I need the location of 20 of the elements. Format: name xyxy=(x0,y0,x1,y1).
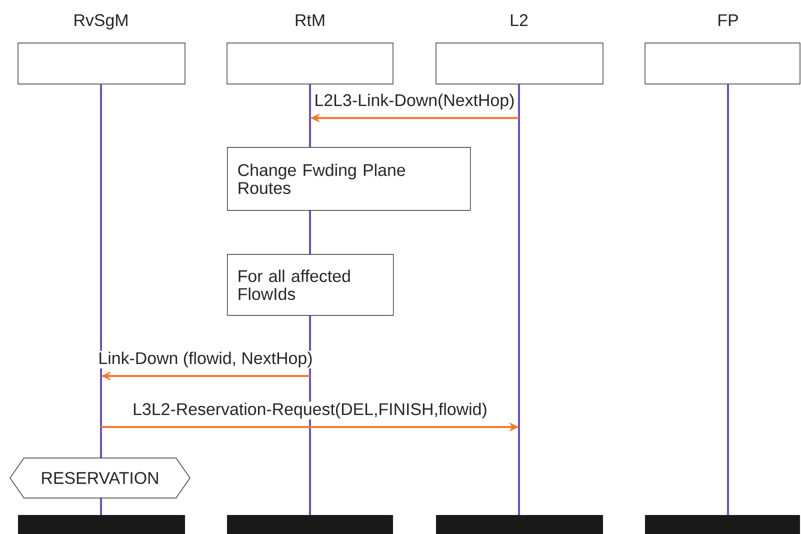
node-label: RtM xyxy=(296,14,324,26)
lifeline xyxy=(518,84,520,515)
node-label: FP xyxy=(718,14,738,26)
lifeline-end-bar xyxy=(18,515,185,534)
node-label: L2 xyxy=(510,14,528,26)
message-label: L2L3-Link-Down(NextHop) xyxy=(313,92,516,110)
message-label: Link-Down (flowid, NextHop) xyxy=(97,350,314,368)
lifeline-end-bar xyxy=(436,515,603,534)
lifeline-header: L2 xyxy=(436,14,604,84)
lifeline xyxy=(727,84,729,515)
lifeline-header: FP xyxy=(644,14,800,84)
node-label: RvSgM xyxy=(74,14,128,30)
note-box: For all affected FlowIds xyxy=(227,254,394,316)
lifeline-end-bar xyxy=(227,515,393,534)
lifeline-header: RvSgM xyxy=(18,14,186,84)
lifeline-end-bar xyxy=(645,515,800,534)
lifeline-header: RtM xyxy=(226,14,394,84)
state-hexagon: RESERVATION xyxy=(10,458,190,498)
message-label: L3L2-Reservation-Request(DEL,FINISH,flowid) xyxy=(132,402,488,420)
note-box: Change Fwding Plane Routes xyxy=(227,147,471,211)
